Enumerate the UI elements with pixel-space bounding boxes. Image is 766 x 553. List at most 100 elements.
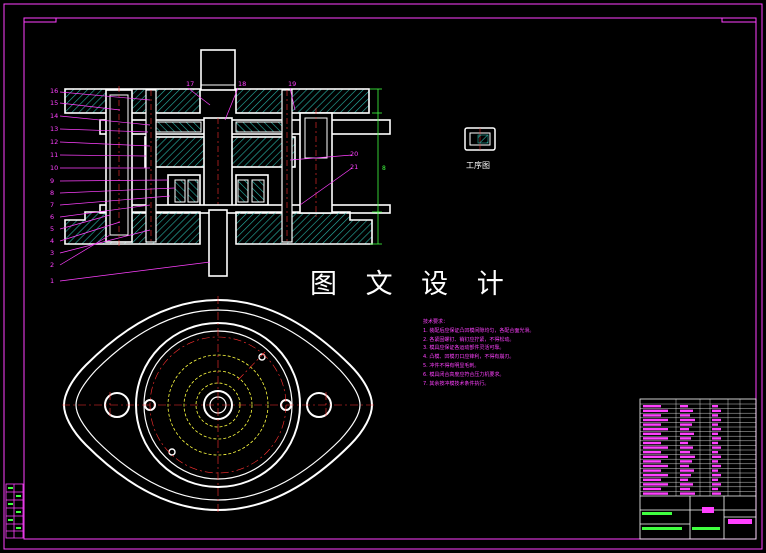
- part-labels-left: 16 15 14 13 12 11 10 9 8 7 6 5 4 3 2 1: [50, 87, 58, 285]
- parts-list-cell: [680, 455, 695, 458]
- parts-list-cell: [712, 428, 721, 431]
- title-block-rows: [640, 399, 756, 496]
- parts-list-cell: [712, 437, 721, 440]
- upper-plate-right: [235, 88, 370, 114]
- parts-list-cell: [712, 441, 718, 445]
- parts-list-cell: [712, 474, 721, 477]
- parts-list-cell: [680, 464, 689, 468]
- parts-list-cell: [680, 423, 692, 426]
- parts-list-cell: [643, 483, 668, 486]
- label-13: 13: [50, 125, 58, 133]
- dimension-value: 8: [382, 165, 386, 172]
- title-block: [639, 398, 757, 540]
- process-caption: 工序图: [466, 161, 490, 170]
- label-16: 16: [50, 87, 58, 95]
- tech-note-2: 2. 各紧固螺钉、销钉应拧紧，不得松动。: [423, 336, 515, 343]
- parts-list-cell: [643, 409, 668, 412]
- parts-list-cell: [712, 487, 718, 491]
- parts-list-cell: [643, 464, 668, 468]
- inner-frame: [23, 17, 757, 540]
- parts-list-cell: [680, 446, 693, 449]
- ejector-rod: [208, 209, 228, 277]
- parts-list-cell: [643, 446, 668, 449]
- parts-list-cell: [712, 469, 718, 472]
- label-2: 2: [50, 261, 54, 269]
- parts-list-cell: [712, 483, 721, 486]
- label-19: 19: [288, 80, 296, 88]
- label-14: 14: [50, 112, 58, 120]
- parts-list-cell: [643, 474, 668, 477]
- parts-list-cell: [712, 405, 718, 408]
- label-3: 3: [50, 249, 54, 257]
- parts-list-cell: [712, 409, 721, 412]
- part-labels-right: 20 21: [350, 150, 358, 171]
- parts-list-cell: [643, 460, 661, 463]
- watermark: 图 文 设 计: [310, 269, 514, 300]
- label-17: 17: [186, 80, 194, 88]
- parts-list-cell: [712, 418, 721, 422]
- label-10: 10: [50, 164, 58, 172]
- shank: [200, 49, 236, 91]
- parts-list-cell: [680, 409, 693, 412]
- revision-strip: [5, 483, 24, 539]
- parts-list-cell: [680, 474, 691, 477]
- parts-list-cell: [643, 405, 661, 408]
- parts-list-cell: [680, 483, 693, 486]
- corner-tab: [23, 17, 57, 23]
- parts-list-cell: [680, 418, 695, 422]
- parts-list-cell: [712, 478, 718, 481]
- tech-note-6: 6. 模具闭合高度应符合压力机要求。: [423, 371, 505, 378]
- tech-note-7: 7. 其余按冲模技术条件执行。: [423, 380, 490, 387]
- parts-list-cell: [643, 469, 661, 472]
- part-labels-top: 17 18 19: [186, 80, 296, 88]
- label-11: 11: [50, 151, 58, 159]
- tech-note-3: 3. 模具应保证各运动部件灵活可靠。: [423, 345, 505, 352]
- section-view: [64, 49, 391, 277]
- tech-notes-title: 技术要求：: [423, 319, 449, 325]
- title-block-cells: [643, 405, 721, 495]
- label-5: 5: [50, 225, 54, 233]
- parts-list-cell: [680, 405, 688, 408]
- parts-list-cell: [712, 492, 721, 495]
- parts-list-cell: [680, 478, 688, 481]
- parts-list-cell: [643, 492, 668, 495]
- parts-list-cell: [680, 437, 691, 440]
- dimension-height: [370, 88, 382, 245]
- plan-centerlines: [62, 296, 376, 514]
- process-sketch: [464, 127, 496, 151]
- outer-frame: [3, 3, 763, 550]
- label-18: 18: [238, 80, 246, 88]
- label-4: 4: [50, 237, 54, 245]
- title-block-accents: [642, 507, 752, 530]
- label-15: 15: [50, 99, 58, 107]
- parts-list-cell: [643, 437, 668, 440]
- tech-note-1: 1. 装配后应保证凸凹模间隙均匀，各配合面光滑。: [423, 327, 535, 334]
- parts-list-cell: [712, 464, 721, 468]
- parts-list-cell: [680, 414, 690, 417]
- parts-list-cell: [712, 451, 718, 454]
- label-6: 6: [50, 213, 54, 221]
- parts-list-cell: [643, 432, 661, 435]
- parts-list-cell: [680, 492, 695, 495]
- parts-list-cell: [712, 460, 718, 463]
- parts-list-cell: [643, 451, 661, 454]
- revision-strip-text: [8, 487, 21, 529]
- leaders-right: [187, 87, 353, 206]
- label-1: 1: [50, 277, 54, 285]
- label-21: 21: [350, 163, 358, 171]
- leaders-left: [59, 91, 211, 282]
- label-8: 8: [50, 189, 54, 197]
- parts-list-cell: [680, 469, 694, 472]
- parts-list-cell: [680, 487, 690, 491]
- parts-list-cell: [712, 414, 718, 417]
- tech-notes: 技术要求： 1. 装配后应保证凸凹模间隙均匀，各配合面光滑。 2. 各紧固螺钉、…: [423, 318, 623, 388]
- parts-list-cell: [712, 432, 718, 435]
- corner-tab-right: [721, 17, 757, 23]
- lower-plate-right: [235, 211, 373, 245]
- parts-list-cell: [712, 446, 721, 449]
- label-12: 12: [50, 138, 58, 146]
- parts-list-cell: [643, 423, 661, 426]
- parts-list-cell: [643, 441, 661, 445]
- label-7: 7: [50, 201, 54, 209]
